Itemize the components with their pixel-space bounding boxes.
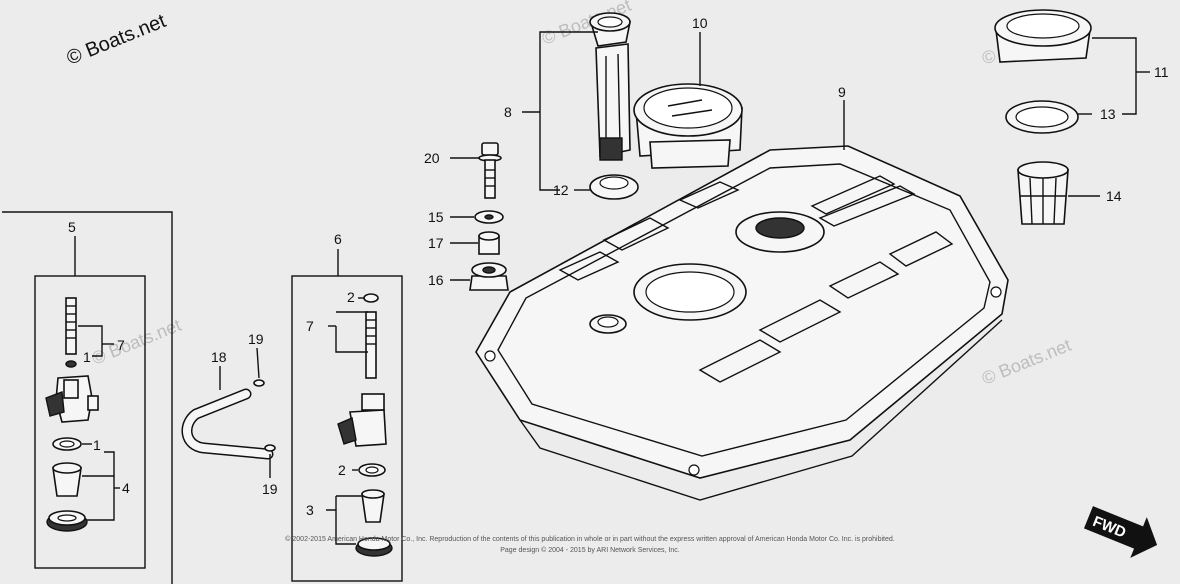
tank-strainer-14 (1017, 161, 1069, 225)
callout-20: 20 (424, 150, 440, 166)
callout-3: 3 (306, 502, 314, 518)
copyright-line-2: Page design © 2004 - 2015 by ARI Network… (500, 546, 680, 554)
hose-clip-upper (253, 379, 265, 387)
callout-7: 7 (117, 337, 125, 353)
tank-cap-10 (633, 83, 743, 169)
callout-12: 12 (553, 182, 569, 198)
callout-13: 13 (1100, 106, 1116, 122)
callout-19: 19 (262, 481, 278, 497)
callout-7: 7 (306, 318, 314, 334)
fuel-cock-assembly-left (45, 297, 99, 532)
callout-1: 1 (93, 437, 101, 453)
callout-15: 15 (428, 209, 444, 225)
watermark-main: © Boats.net (64, 10, 170, 70)
washer-15 (474, 210, 504, 224)
fwd-arrow-icon: FWD (1083, 506, 1158, 558)
group-frame-5 (2, 211, 173, 584)
watermark-faint: © Boats.net (979, 335, 1074, 389)
leader-lines (78, 31, 1150, 545)
filler-strainer (589, 12, 631, 161)
callout-6: 6 (334, 231, 342, 247)
tank-cap-11 (994, 9, 1092, 63)
callout-16: 16 (428, 272, 444, 288)
seal-ring-12 (589, 174, 639, 200)
callout-1: 1 (83, 349, 91, 365)
callout-18: 18 (211, 349, 227, 365)
callout-5: 5 (68, 219, 76, 235)
callout-9: 9 (838, 84, 846, 100)
callout-14: 14 (1106, 188, 1122, 204)
callout-4: 4 (122, 480, 130, 496)
cap-gasket-13 (1005, 100, 1079, 134)
callout-17: 17 (428, 235, 444, 251)
callout-10: 10 (692, 15, 708, 31)
fuel-cock-assembly-right (337, 293, 393, 557)
callout-8: 8 (504, 104, 512, 120)
copyright-line-1: © 2002-2015 American Honda Motor Co., In… (285, 535, 894, 543)
fuel-tank (475, 145, 1009, 501)
cushion-16 (469, 262, 509, 291)
callout-19: 19 (248, 331, 264, 347)
callout-11: 11 (1154, 64, 1169, 80)
fuel-hose (181, 388, 274, 460)
watermark-faint: © Boats.net (89, 315, 184, 369)
mounting-bolt (478, 142, 502, 199)
collar-17 (478, 231, 500, 255)
callout-2: 2 (338, 462, 346, 478)
group-frame-6 (291, 249, 403, 582)
callout-2: 2 (347, 289, 355, 305)
hose-clip-lower (264, 444, 276, 452)
